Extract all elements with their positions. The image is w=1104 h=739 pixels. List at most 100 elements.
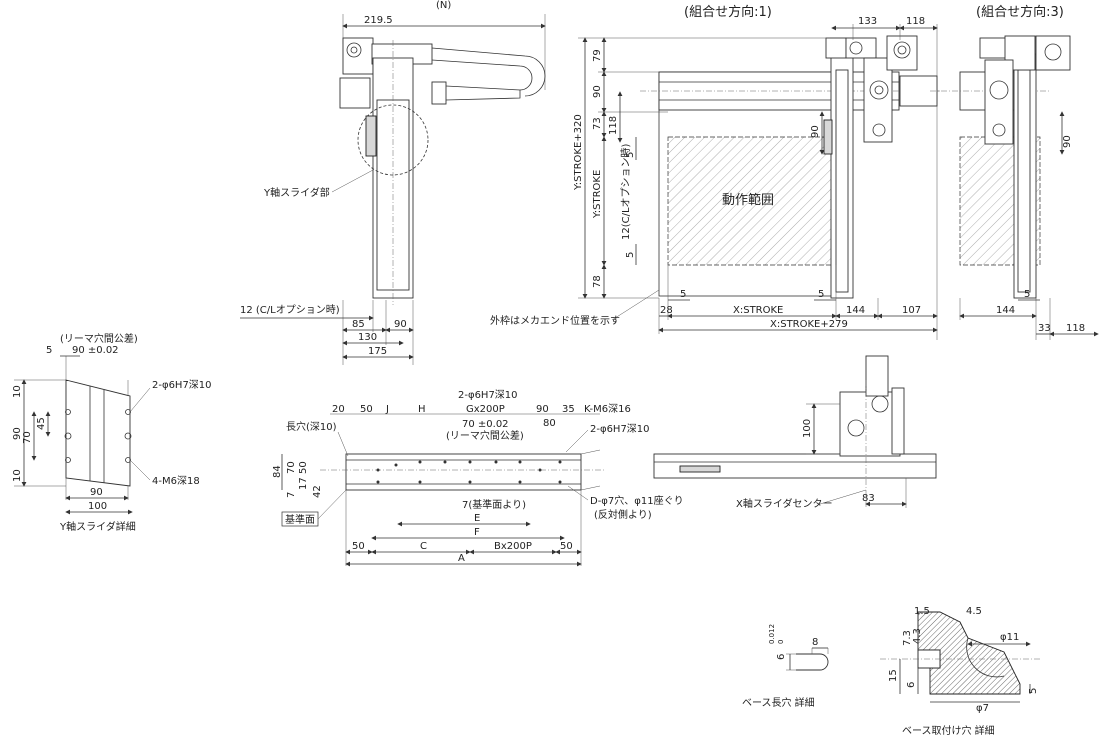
dim-b: Bx200P — [494, 541, 532, 552]
label-tap-y: 4-M6深18 — [152, 475, 200, 487]
dim-107: 107 — [902, 305, 921, 316]
dim-90-side: 90 — [394, 319, 407, 330]
dim-219-5: 219.5 — [364, 15, 393, 26]
dim-42: 42 — [312, 485, 323, 498]
dim-50-base-v: 50 — [298, 461, 309, 474]
dim-5-hole: 5 — [1028, 688, 1039, 694]
dim-4-3: 4.3 — [912, 628, 923, 644]
dim-8-slot: 8 — [812, 637, 818, 648]
label-reamer-tol-base: (リーマ穴間公差) — [446, 429, 524, 442]
dim-phi-7: φ7 — [976, 703, 989, 714]
dim-y-stroke: Y:STROKE — [592, 170, 603, 219]
label-d-hole: D-φ7穴、φ11座ぐり — [590, 494, 684, 507]
dim-20-base: 20 — [332, 404, 345, 415]
dim-h: H — [418, 404, 426, 415]
dim-g: Gx200P — [466, 404, 505, 415]
title-direction-3: (組合せ方向:3) — [976, 4, 1064, 20]
mounting-hole-detail: 1.5 4.5 7.3 4.3 φ11 15 6 5 φ7 ベース取付け穴 詳細 — [880, 606, 1040, 737]
dim-4-5: 4.5 — [966, 606, 982, 617]
x-slider-view: 100 X軸スライダセンター 83 — [653, 355, 937, 510]
label-reamer-tol-y: (リーマ穴間公差) — [60, 332, 138, 345]
dim-90-base: 90 — [536, 404, 549, 415]
dim-90-right: 90 — [810, 125, 821, 138]
dim-10-y-bottom: 10 — [12, 469, 23, 482]
dim-10-y-top: 10 — [12, 385, 23, 398]
dim-118-dir3: 118 — [1066, 323, 1085, 334]
direction-3-view: 90 5 144 33 118 — [899, 35, 1099, 340]
dim-cl-option-side: 12 (C/Lオプション時) — [240, 304, 340, 316]
caption-slot-detail: ベース長穴 詳細 — [742, 696, 815, 709]
dim-73: 73 — [592, 117, 603, 130]
dim-c: C — [420, 541, 427, 552]
dim-50-b: 50 — [560, 541, 573, 552]
dim-50-base-top: 50 — [360, 404, 373, 415]
dim-6-slot: 6 — [776, 654, 787, 660]
dim-phi-11: φ11 — [1000, 632, 1019, 643]
dim-70-base-v: 70 — [286, 461, 297, 474]
dim-144-dir3: 144 — [996, 305, 1015, 316]
dim-7-3: 7.3 — [902, 630, 913, 646]
dim-90-y-bottom: 90 — [90, 487, 103, 498]
dim-144-dir1: 144 — [846, 305, 865, 316]
tol-upper: 0.012 — [768, 624, 776, 644]
dim-90-tol-y: 90 ±0.02 — [72, 345, 119, 356]
dim-70-y: 70 — [22, 431, 33, 444]
label-ref-7: 7(基準面より) — [462, 498, 526, 511]
label-opposite-side: (反対側より) — [594, 508, 652, 521]
dim-x-stroke-279: X:STROKE+279 — [770, 319, 848, 330]
dim-5-dir3: 5 — [1024, 289, 1030, 300]
label-pin-hole-y: 2-φ6H7深10 — [152, 379, 212, 391]
dim-85: 85 — [352, 319, 365, 330]
dim-5-y: 5 — [46, 345, 52, 356]
dim-90-y-vert: 90 — [12, 427, 23, 440]
dim-x-stroke: X:STROKE — [733, 305, 783, 316]
dim-1-5: 1.5 — [914, 606, 930, 617]
dim-45-y: 45 — [36, 417, 47, 430]
dim-a: A — [458, 553, 465, 564]
dim-35-base: 35 — [562, 404, 575, 415]
side-view: 219.5 (N) Y軸スライダ部 12 (C/Lオプション時) 85 90 1… — [240, 0, 546, 365]
dim-5-bottom-left: 5 — [680, 289, 686, 300]
label-working-range: 動作範囲 — [722, 193, 774, 208]
dim-100-x: 100 — [802, 419, 813, 438]
dim-70-tol: 70 ±0.02 — [462, 419, 509, 430]
dim-100-y: 100 — [88, 501, 107, 512]
dim-5-bottom-right: 5 — [818, 289, 824, 300]
dim-90-left: 90 — [592, 85, 603, 98]
dim-j: J — [385, 404, 389, 415]
title-direction-1: (組合せ方向:1) — [684, 4, 772, 20]
dim-y-stroke-320: Y:STROKE+320 — [573, 114, 584, 191]
dim-175: 175 — [368, 346, 387, 357]
label-ref-face: 基準面 — [285, 513, 315, 526]
dim-17: 17 — [298, 477, 309, 490]
caption-hole-detail: ベース取付け穴 詳細 — [902, 724, 995, 737]
dim-5-left-top: 5 — [625, 152, 636, 158]
tol-lower: 0 — [777, 640, 785, 644]
dim-78: 78 — [592, 275, 603, 288]
dim-n: (N) — [436, 0, 451, 11]
label-long-hole: 長穴(深10) — [286, 420, 337, 433]
label-pin-hole-right: 2-φ6H7深10 — [590, 423, 650, 435]
y-slider-detail: (リーマ穴間公差) 5 90 ±0.02 2-φ6H7深10 4-M6深18 9… — [12, 332, 212, 533]
dim-15-hole: 15 — [888, 669, 899, 682]
dim-79: 79 — [592, 49, 603, 62]
dim-83: 83 — [862, 493, 875, 504]
dim-118-top: 118 — [906, 16, 925, 27]
dim-5-left-bottom: 5 — [625, 252, 636, 258]
dim-6-hole: 6 — [906, 682, 917, 688]
direction-1-view: 動作範囲 133 118 Y:STR — [490, 16, 940, 340]
label-k-tap: K-M6深16 — [584, 403, 631, 415]
dim-7-base: 7 — [286, 492, 297, 498]
dim-f: F — [474, 527, 480, 538]
caption-y-slider-detail: Y軸スライダ詳細 — [59, 520, 136, 533]
dim-130: 130 — [358, 332, 377, 343]
dim-133: 133 — [858, 16, 877, 27]
label-pin-hole-top: 2-φ6H7深10 — [458, 389, 518, 401]
dim-118-left: 118 — [608, 116, 619, 135]
dim-e: E — [474, 513, 480, 524]
label-x-slider-center: X軸スライダセンター — [736, 497, 832, 510]
base-plan-view: 2-φ6H7深10 20 50 J H Gx200P 90 35 K-M6深16… — [272, 389, 684, 567]
label-y-slider-part: Y軸スライダ部 — [263, 186, 330, 199]
slot-detail: 6 0.012 0 8 ベース長穴 詳細 — [742, 624, 829, 709]
